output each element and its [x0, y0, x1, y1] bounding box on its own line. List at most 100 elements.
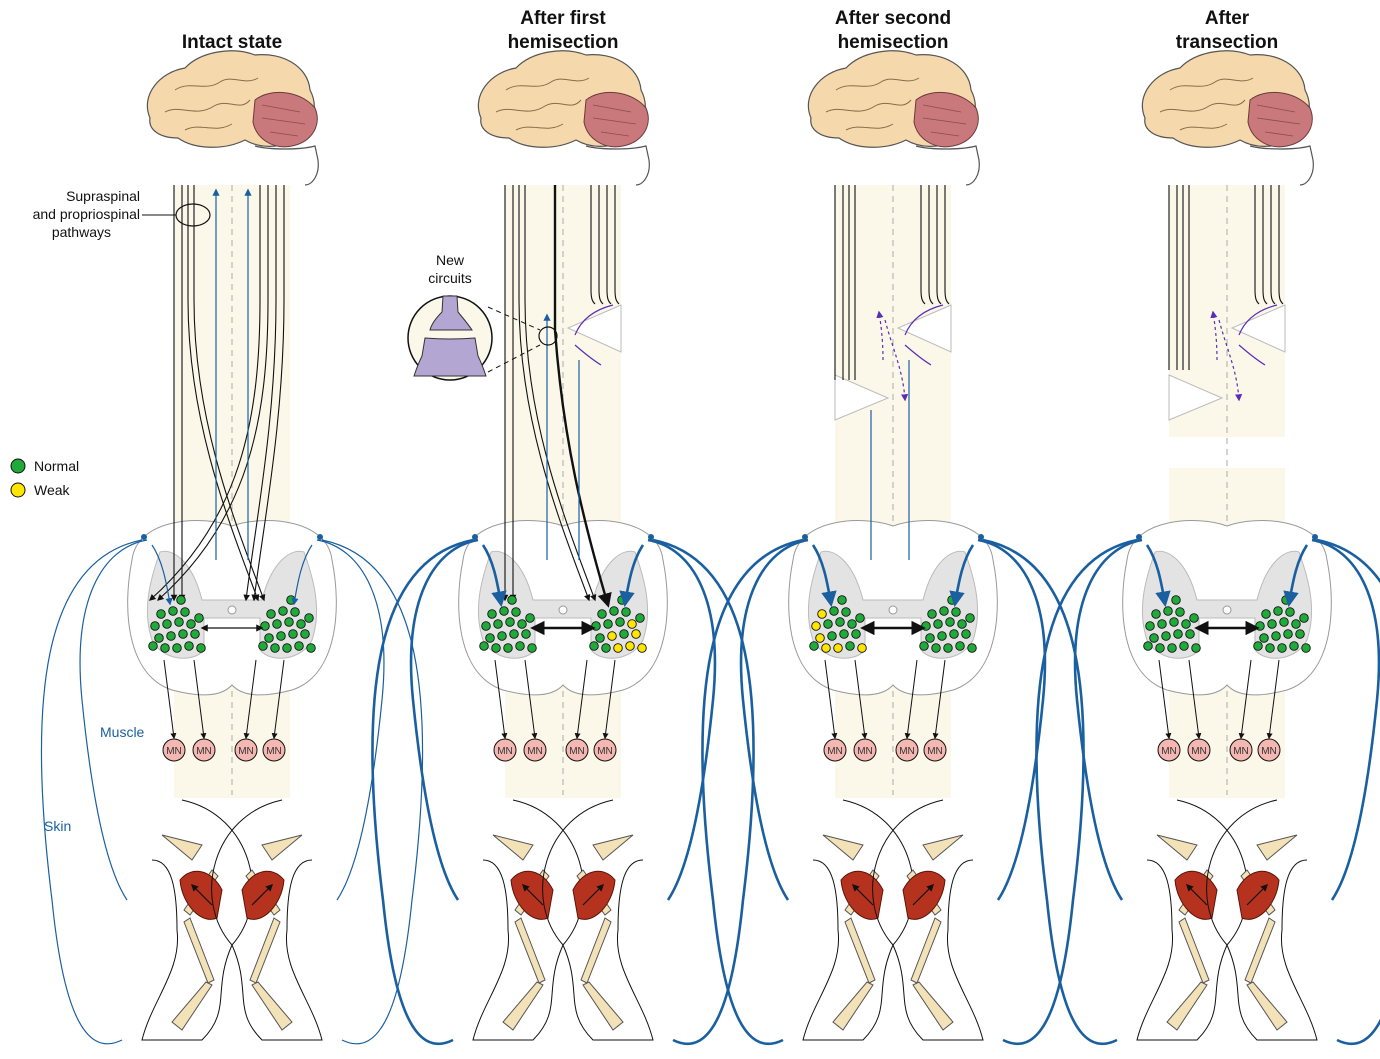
interneuron — [163, 620, 172, 629]
central-canal — [1223, 606, 1231, 614]
left-hindlimb — [803, 800, 913, 1040]
interneuron — [289, 630, 298, 639]
brain — [1142, 51, 1313, 185]
interneuron — [528, 644, 537, 653]
motor-neuron-label: MN — [497, 746, 513, 757]
right-tibia — [581, 918, 611, 983]
interneuron — [1146, 622, 1155, 631]
spinal-cord — [459, 185, 668, 798]
motor-neuron-label: MN — [1161, 746, 1177, 757]
legend-weak-label: Weak — [34, 482, 71, 498]
interneuron — [161, 644, 170, 653]
legend-normal-swatch — [11, 459, 25, 473]
motor-neuron-label: MN — [899, 746, 915, 757]
interneuron — [616, 618, 625, 627]
interneuron — [518, 620, 527, 629]
interneuron — [602, 644, 611, 653]
interneuron — [1286, 608, 1295, 617]
spinal-cord — [128, 185, 337, 798]
cerebellum — [584, 92, 648, 146]
interneuron — [1296, 630, 1305, 639]
motor-neuron-label: MN — [1261, 746, 1277, 757]
interneuron — [1300, 614, 1309, 623]
interneuron — [968, 644, 977, 653]
interneuron — [626, 642, 635, 651]
interneuron — [1144, 642, 1153, 651]
interneuron — [271, 644, 280, 653]
motor-neuron-label: MN — [1233, 746, 1249, 757]
interneuron — [480, 642, 489, 651]
interneuron — [598, 610, 607, 619]
legend: Normal Weak — [11, 458, 79, 498]
interneuron — [816, 634, 825, 643]
interneuron — [1262, 610, 1271, 619]
interneuron — [510, 630, 519, 639]
left-hindlimb — [142, 800, 252, 1040]
interneuron — [1172, 596, 1181, 605]
interneuron — [946, 618, 955, 627]
legend-normal-label: Normal — [34, 458, 79, 474]
panel-title-second-line-2: hemisection — [838, 32, 949, 53]
interneuron — [301, 630, 310, 639]
motor-neuron-label: MN — [266, 746, 282, 757]
motor-neuron-label: MN — [827, 746, 843, 757]
panel-title-transection-line-2: transection — [1176, 32, 1278, 53]
spinal-cord — [1123, 185, 1332, 798]
interneuron — [840, 630, 849, 639]
brainstem — [586, 146, 649, 185]
interneuron — [508, 596, 517, 605]
interneuron — [952, 608, 961, 617]
interneuron — [1152, 610, 1161, 619]
dorsal-root-ganglion — [978, 534, 984, 540]
interneuron — [526, 614, 535, 623]
interneuron — [962, 630, 971, 639]
dorsal-root-ganglion — [472, 534, 478, 540]
pathways-label-line-2: and propriospinal — [33, 206, 140, 222]
left-pelvis-bone — [493, 835, 533, 860]
left-skin-afferent — [41, 540, 142, 1044]
interneuron — [590, 642, 599, 651]
interneuron — [920, 642, 929, 651]
interneuron — [956, 642, 965, 651]
interneuron — [944, 644, 953, 653]
interneuron — [1162, 632, 1171, 641]
interneuron — [1284, 630, 1293, 639]
interneuron — [858, 644, 867, 653]
panel-title-transection-line-1: After — [1205, 8, 1250, 29]
interneuron — [1158, 620, 1167, 629]
interneuron — [504, 644, 513, 653]
interneuron — [950, 630, 959, 639]
interneuron — [836, 618, 845, 627]
panel-first: After firsthemisectionMNMNMNMN — [372, 8, 753, 1044]
interneuron — [842, 608, 851, 617]
interneuron — [295, 642, 304, 651]
right-tibia — [1245, 918, 1275, 983]
interneuron — [620, 630, 629, 639]
right-pelvis-bone — [923, 835, 963, 860]
interneuron — [614, 644, 623, 653]
interneuron — [265, 634, 274, 643]
interneuron — [834, 644, 843, 653]
new-circuits-label-line-1: New — [436, 252, 465, 268]
left-pelvis-bone — [162, 835, 202, 860]
dorsal-root-ganglion — [802, 534, 808, 540]
interneuron — [1168, 644, 1177, 653]
dorsal-root-ganglion — [317, 534, 323, 540]
left-foot — [172, 982, 212, 1030]
right-hindlimb — [873, 800, 983, 1040]
interneuron — [1186, 630, 1195, 639]
interneuron — [856, 614, 865, 623]
interneuron — [940, 607, 949, 616]
interneuron — [608, 632, 617, 641]
brainstem — [255, 146, 318, 185]
interneuron — [175, 618, 184, 627]
dorsal-root-ganglion — [141, 534, 147, 540]
interneuron — [848, 620, 857, 629]
interneuron — [155, 634, 164, 643]
left-pelvis-bone — [823, 835, 863, 860]
left-hindlimb — [473, 800, 583, 1040]
right-foot — [583, 982, 623, 1030]
interneuron — [305, 614, 314, 623]
left-tibia — [515, 918, 545, 983]
